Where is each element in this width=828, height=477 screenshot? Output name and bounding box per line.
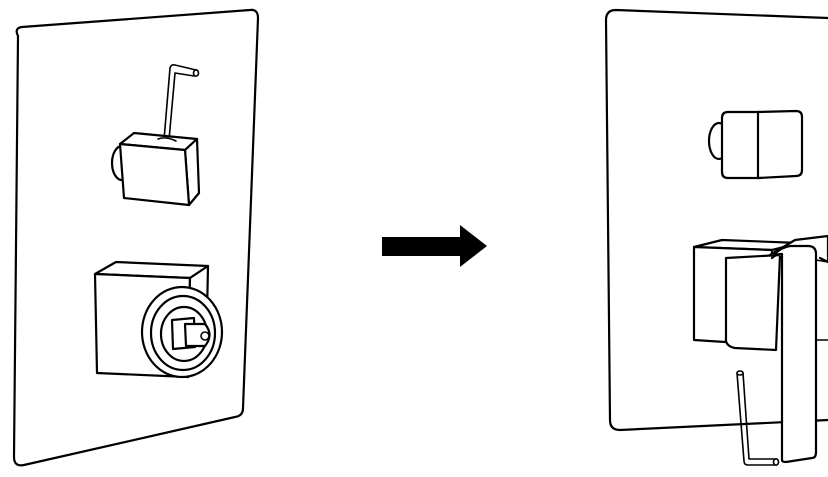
arrow-right-icon — [382, 225, 487, 267]
before-step — [14, 10, 258, 465]
wall-plate-left — [14, 10, 258, 465]
lower-valve-body — [95, 262, 222, 377]
upper-handle — [709, 111, 802, 178]
upper-valve-stem — [112, 133, 199, 205]
after-step — [606, 10, 828, 465]
